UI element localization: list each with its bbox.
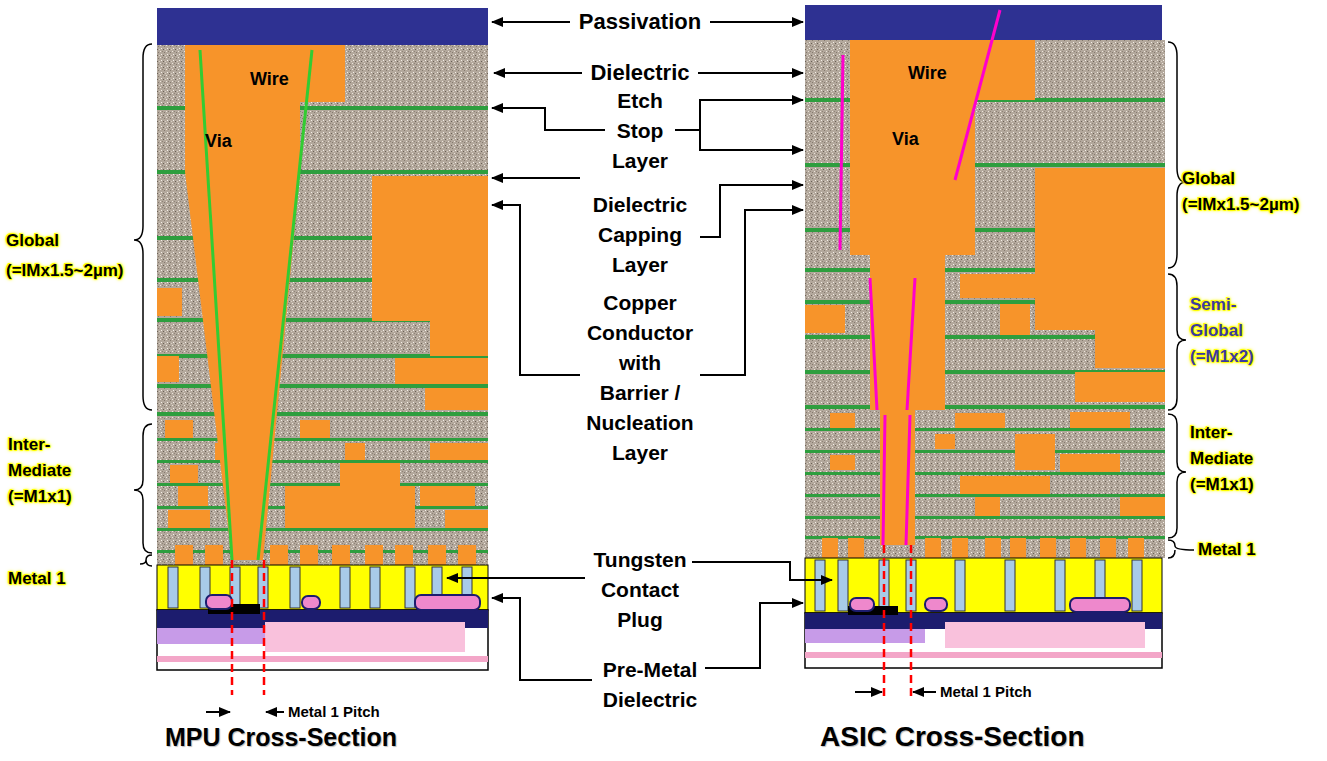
tier-label: Global (=IMx1.5~2µm) (1182, 166, 1322, 218)
dimension-label: Metal 1 Pitch (288, 703, 380, 721)
layer-label: Dielectric (570, 60, 710, 86)
tier-label: Metal 1 (8, 568, 66, 590)
layer-label: Etch Stop Layer (604, 86, 676, 176)
layer-label: Tungsten Contact Plug (590, 545, 690, 635)
tier-label: Inter-Mediate (=M1x1) (1190, 420, 1280, 498)
tier-label: Semi-Global (=M1x2) (1190, 292, 1256, 370)
part-label: Wire (250, 68, 289, 90)
dimension-label: Metal 1 Pitch (940, 683, 1032, 701)
tier-label: Global (=IMx1.5~2µm) (6, 226, 138, 286)
section-caption: ASIC Cross-Section (820, 720, 1085, 754)
tier-label: Metal 1 (1198, 539, 1256, 561)
part-label: Via (205, 130, 232, 152)
layer-label: Pre-Metal Dielectric (595, 655, 705, 715)
part-label: Wire (908, 62, 947, 84)
layer-label: Copper Conductor with Barrier / Nucleati… (584, 288, 696, 468)
layer-label: Dielectric Capping Layer (583, 190, 698, 280)
tier-label: Inter-Mediate (=M1x1) (8, 432, 98, 510)
part-label: Via (892, 128, 919, 150)
section-caption: MPU Cross-Section (165, 722, 397, 752)
layer-label: Passivation (565, 9, 715, 35)
